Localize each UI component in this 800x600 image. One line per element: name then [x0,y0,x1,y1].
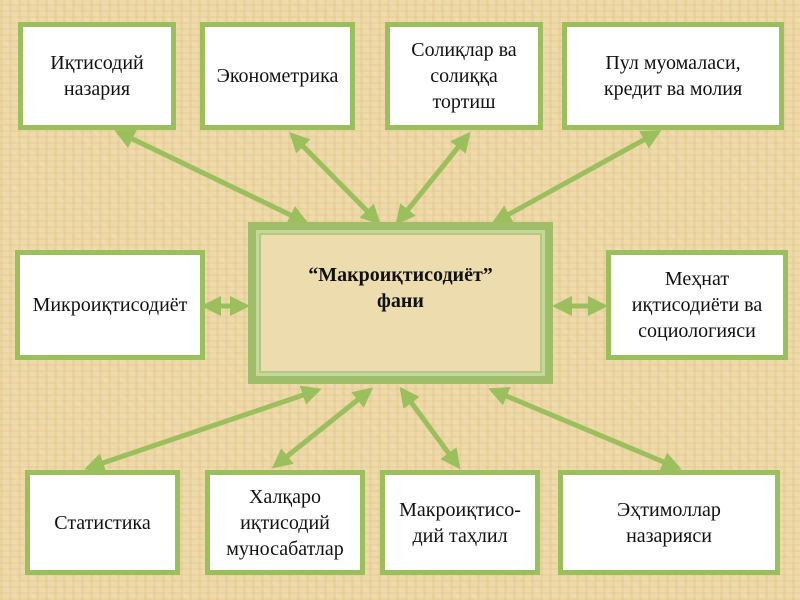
arrow-econometrics [289,132,381,225]
arrow-probability [488,386,682,472]
box-international: Халқаро иқтисодий муносабатлар [205,470,365,575]
box-microeconomics: Микроиқтисодиёт [15,250,205,360]
box-economic-theory: Иқтисодий назария [18,22,176,130]
box-money: Пул муомаласи, кредит ва молия [562,22,784,130]
box-taxes: Солиқлар ва солиққа тортиш [385,22,543,130]
arrow-money [491,129,662,225]
arrow-economic-theory [114,129,309,225]
arrow-international [271,387,374,469]
arrow-taxes [395,131,471,226]
center-box: “Макроиқтисодиёт” фани [248,222,553,384]
box-macro-analysis: Макроиқтисо- дий таҳлил [380,470,540,575]
box-econometrics: Эконометрика [200,22,355,130]
box-probability: Эҳтимоллар назарияси [558,470,780,575]
center-label: “Макроиқтисодиёт” фани [256,230,545,376]
arrow-macro-analysis [399,386,461,470]
box-labor: Меҳнат иқтисодиёти ва социологияси [606,250,788,360]
box-statistics: Статистика [25,470,180,575]
